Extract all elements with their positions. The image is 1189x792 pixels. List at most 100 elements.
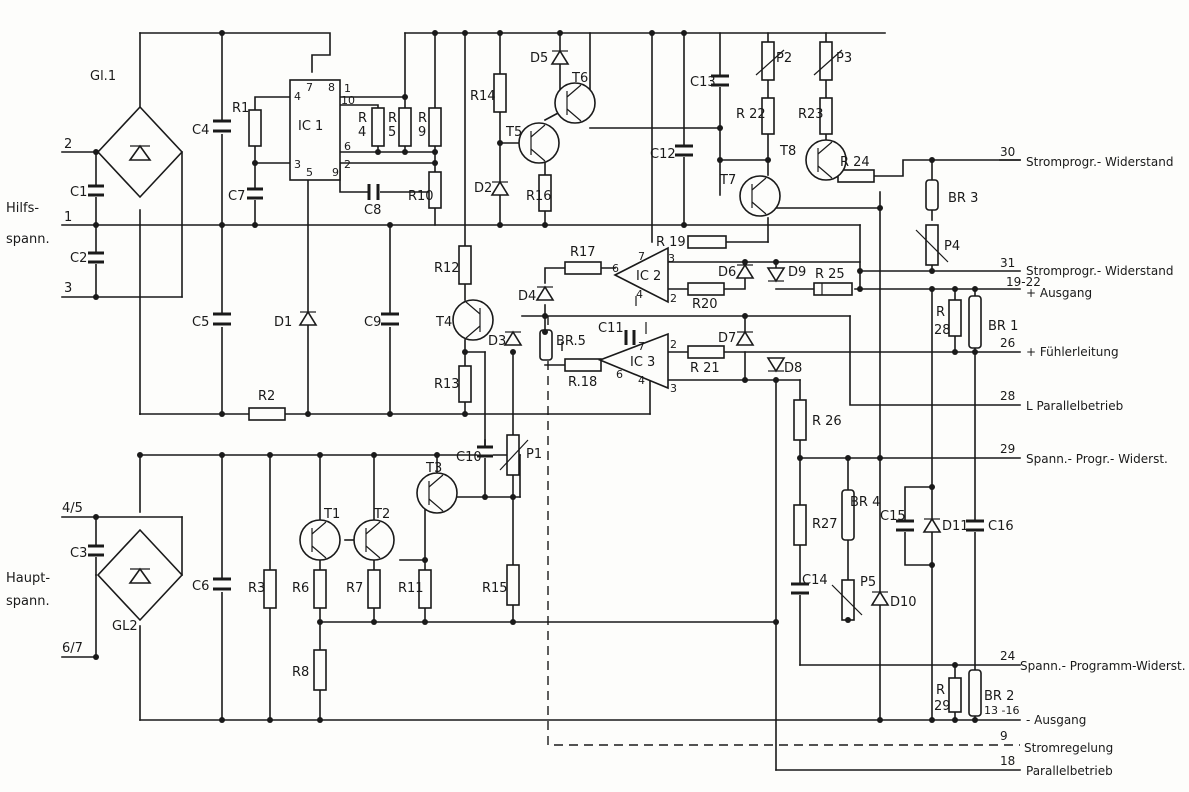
jumpers xyxy=(539,179,982,717)
ic1-chip xyxy=(289,79,341,181)
label-c11: C11 xyxy=(598,321,624,336)
junctions xyxy=(93,30,978,723)
terminal-plus-text: + Ausgang xyxy=(1026,286,1092,300)
ic1-pin-5: 5 xyxy=(306,166,313,179)
capacitors xyxy=(88,74,984,595)
terminal-minus-text: - Ausgang xyxy=(1026,713,1086,727)
label-r20: R20 xyxy=(692,297,718,312)
terminal-30-num: 30 xyxy=(1000,145,1015,159)
ic3-pin-7: 7 xyxy=(638,340,645,353)
ic1-pin-8: 8 xyxy=(328,81,335,94)
ic1-pin-10: 10 xyxy=(341,94,355,107)
bridge-rectifier-gl2 xyxy=(96,528,184,622)
label-r6: R6 xyxy=(292,581,309,596)
label-t7: T7 xyxy=(719,173,736,188)
label-c14: C14 xyxy=(802,573,828,588)
input-pin-1: 1 xyxy=(64,210,72,225)
terminal-9-num: 9 xyxy=(1000,729,1008,743)
ic2-pin-2: 2 xyxy=(670,292,677,305)
terminal-9-text: Stromregelung xyxy=(1024,741,1113,755)
label-r17: R17 xyxy=(570,245,596,260)
ic1-pin-1: 1 xyxy=(344,82,351,95)
label-t5: T5 xyxy=(505,125,522,140)
ic3-pin-6: 6 xyxy=(616,368,623,381)
label-r4a: R xyxy=(358,111,367,126)
label-ic2: IC 2 xyxy=(636,269,661,284)
label-r9b: 9 xyxy=(418,125,426,140)
op-amps xyxy=(597,246,669,390)
label-d7: D7 xyxy=(718,331,736,346)
label-br3: BR 3 xyxy=(948,191,978,206)
label-r23: R23 xyxy=(798,107,824,122)
terminal-26-text: + Fühlerleitung xyxy=(1026,345,1119,359)
label-p5: P5 xyxy=(860,575,876,590)
diodes xyxy=(298,49,942,606)
label-ic3: IC 3 xyxy=(630,355,655,370)
output-terminals: 30 Stromprogr.- Widerstand 31 Stromprogr… xyxy=(1000,145,1186,778)
label-r19: R 19 xyxy=(656,235,686,250)
label-r14: R14 xyxy=(470,89,496,104)
terminal-28-num: 28 xyxy=(1000,389,1015,403)
terminal-18-text: Parallelbetrieb xyxy=(1026,764,1113,778)
label-d1: D1 xyxy=(274,315,292,330)
label-t8: T8 xyxy=(779,144,796,159)
terminal-18-num: 18 xyxy=(1000,754,1015,768)
label-r4b: 4 xyxy=(358,125,366,140)
terminal-28-text: L Parallelbetrieb xyxy=(1026,399,1123,413)
label-c10: C10 xyxy=(456,450,482,465)
label-r12: R12 xyxy=(434,261,460,276)
label-t3: T3 xyxy=(425,461,442,476)
terminal-29-text: Spann.- Progr.- Widerst. xyxy=(1026,452,1168,466)
label-c6: C6 xyxy=(192,579,209,594)
label-c16: C16 xyxy=(988,519,1014,534)
label-r10: R10 xyxy=(408,189,434,204)
label-c4: C4 xyxy=(192,123,209,138)
label-r22: R 22 xyxy=(736,107,766,122)
label-r29b: 29 xyxy=(934,699,951,714)
label-br1: BR 1 xyxy=(988,319,1018,334)
label-haupt: Haupt- xyxy=(6,571,50,586)
control-lines-dashed xyxy=(547,316,1020,746)
ic1-pin-6: 6 xyxy=(344,140,351,153)
resistors xyxy=(248,73,962,713)
label-d5: D5 xyxy=(530,51,548,66)
label-d4: D4 xyxy=(518,289,536,304)
label-hilfs: Hilfs- xyxy=(6,201,39,216)
ic1-pin-7: 7 xyxy=(306,81,313,94)
bridge-rectifier-gl1 xyxy=(96,105,184,199)
label-c7: C7 xyxy=(228,189,245,204)
label-c12: C12 xyxy=(650,147,676,162)
input-pin-6-7: 6/7 xyxy=(62,641,83,656)
input-pin-3: 3 xyxy=(64,281,72,296)
label-c9: C9 xyxy=(364,315,381,330)
ic3-pin-4: 4 xyxy=(638,374,645,387)
ic2-pin-7: 7 xyxy=(638,250,645,263)
label-c2: C2 xyxy=(70,251,87,266)
terminal-24-num: 24 xyxy=(1000,649,1015,663)
ic2-pin-6: 6 xyxy=(612,262,619,275)
label-r5a: R xyxy=(388,111,397,126)
label-r28a: R xyxy=(936,305,945,320)
ic2-pin-3: 3 xyxy=(668,252,675,265)
label-r7: R7 xyxy=(346,581,363,596)
ic1-pin-2: 2 xyxy=(344,158,351,171)
terminal-30-text: Stromprogr.- Widerstand xyxy=(1026,155,1173,169)
label-spann1: spann. xyxy=(6,232,50,247)
terminal-plus-num: 19-22 xyxy=(1006,275,1041,289)
label-t2: T2 xyxy=(373,507,390,522)
component-labels: Gl.1 GL2 Hilfs- spann. Haupt- spann. C1 … xyxy=(6,51,1018,714)
ic2-pin-4: 4 xyxy=(636,288,643,301)
label-d8: D8 xyxy=(784,361,802,376)
label-c15: C15 xyxy=(880,509,906,524)
label-br2: BR 2 xyxy=(984,689,1014,704)
label-d11: D11 xyxy=(942,519,969,534)
input-pin-2: 2 xyxy=(64,137,72,152)
label-spann2: spann. xyxy=(6,594,50,609)
label-p4: P4 xyxy=(944,239,960,254)
label-r5b: 5 xyxy=(388,125,396,140)
br2-range: 13 -16 xyxy=(984,704,1019,717)
label-d2: D2 xyxy=(474,181,492,196)
label-r8: R8 xyxy=(292,665,309,680)
label-r13: R13 xyxy=(434,377,460,392)
ic3-pin-2: 2 xyxy=(670,338,677,351)
